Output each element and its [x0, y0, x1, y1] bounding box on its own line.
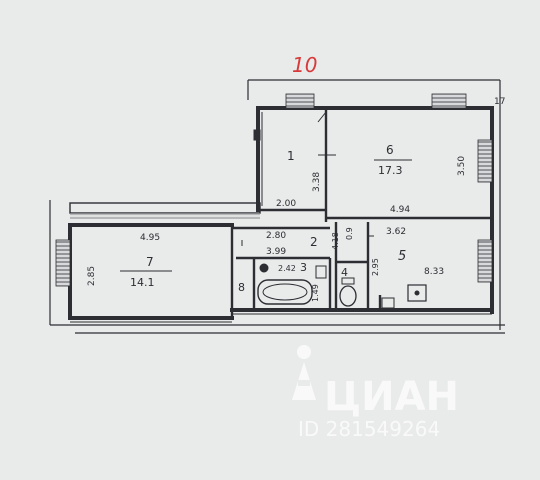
windows	[55, 93, 493, 287]
room-4-number: 4	[341, 266, 348, 279]
washbasin	[315, 265, 327, 279]
watermark-id: ID 281549264	[298, 417, 440, 441]
lower-edge	[70, 313, 492, 323]
corner-mark: 17	[494, 97, 505, 107]
room-5-dim-left: 2.95	[371, 258, 380, 276]
room-7-area: 14.1	[130, 276, 155, 289]
room-7-number: 7	[146, 255, 154, 269]
room-5-area: 8.33	[424, 267, 444, 277]
room-2-dim-top: 2.80	[266, 231, 286, 241]
room-2-number: 2	[310, 235, 318, 249]
frame-lines	[49, 79, 505, 334]
kitchen-stove	[407, 284, 427, 302]
room-2-dim-bottom: 3.99	[266, 247, 286, 257]
sink	[259, 263, 269, 273]
toilet	[339, 285, 357, 307]
watermark-brand: ЦИАН	[324, 374, 459, 420]
room-6-dim-right: 3.50	[457, 156, 467, 176]
room-1-number: 1	[287, 149, 295, 163]
room-6-dim-bottom: 4.94	[390, 205, 410, 215]
room-5-dim-top: 3.62	[386, 227, 406, 237]
room-7-dim-top: 4.95	[140, 233, 160, 243]
room-1-dim: 3.38	[312, 172, 322, 192]
room-4-dim-a: 4.18	[331, 232, 340, 250]
room-8-number: 8	[238, 281, 245, 294]
room-1-details	[253, 111, 336, 206]
bathroom-fixtures	[257, 263, 427, 309]
room-6-number: 6	[386, 143, 394, 157]
room-5-number: 5	[398, 249, 406, 264]
interior-walls	[230, 108, 492, 318]
bath-dim-a: 2.42	[278, 264, 296, 273]
corridor-band	[69, 202, 261, 219]
room-1-width: 2.00	[276, 199, 296, 209]
cian-watermark: ЦИАН ID 281549264	[292, 345, 459, 441]
bathtub	[257, 279, 313, 305]
room-7-dim-left: 2.85	[87, 266, 97, 286]
dimension-ticks	[241, 235, 374, 246]
room-4-dim-b: 0.9	[345, 227, 354, 240]
cian-logo-icon	[292, 345, 316, 400]
room-6-area: 17.3	[378, 164, 403, 177]
sheet-number: 10	[292, 53, 317, 77]
bath-dim-b: 1.49	[311, 284, 320, 302]
room-3-number: 3	[300, 261, 307, 274]
